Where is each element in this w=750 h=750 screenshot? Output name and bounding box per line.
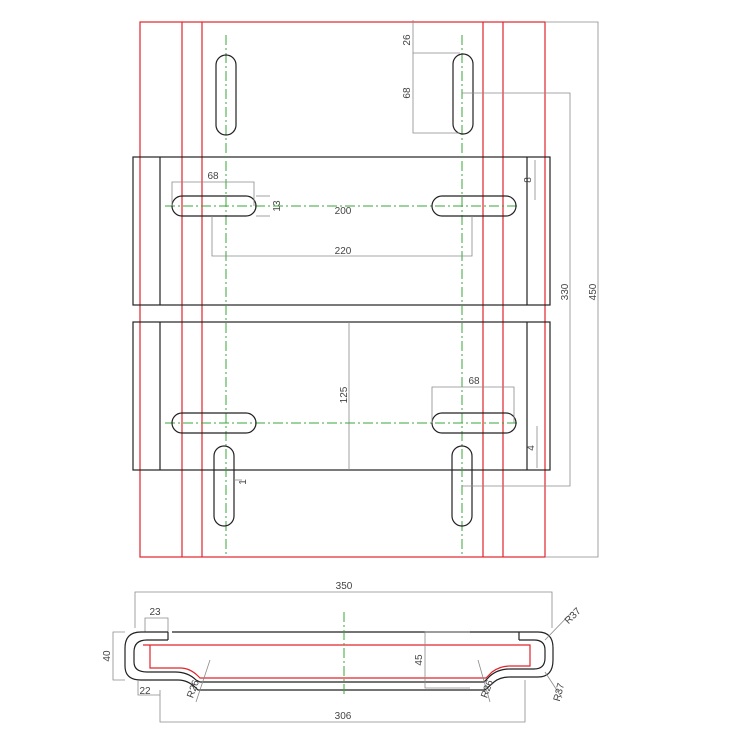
leader-r37-bottom [544,671,563,699]
lower-plate [132,321,551,471]
dim-slot-len-lower: 68 [468,376,480,387]
upper-plate [132,156,551,306]
outer-frame [139,21,546,558]
section-view: 350 23 40 45 22 306 R26 R26 R37 R37 [102,581,584,723]
profile-inner [133,639,546,683]
dim-small-upper-right: 8 [523,177,534,183]
dim-span-200: 200 [335,206,352,217]
dim-450-line [545,21,599,558]
dim-inner-width: 306 [335,711,352,722]
profile-hidden [143,644,531,679]
profile-outer [124,631,554,691]
slot-top-right [452,53,474,135]
dim-foot: 22 [139,686,151,697]
dim-68-left-box [171,181,255,206]
dim-slot-len-left: 68 [207,171,219,182]
leader-r37-top [544,611,573,641]
dim-350-line [134,591,553,628]
dim-top-offset: 26 [402,34,413,46]
dim-45-line [424,631,470,689]
slot-lower-left [171,412,257,434]
dim-slot-len-top: 68 [402,87,413,99]
dim-26-68-box [412,52,460,134]
dim-gap-125: 125 [339,386,350,403]
dim-23-line [144,617,169,632]
slot-upper-right [431,195,517,217]
dim-220-line [211,216,473,257]
dim-span-220: 220 [335,246,352,257]
slot-bottom-left [213,445,235,527]
leader-r26-right [477,659,491,703]
dim-22-line [137,680,160,696]
dim-flange: 23 [149,607,161,618]
dim-small-lower-left: 1 [238,479,249,485]
dim-radius-bottom-right: R37 [552,682,567,703]
slot-top-left [215,54,237,136]
dim-height-left: 40 [102,650,113,662]
dim-306-line [159,680,526,723]
dim-small-right: 4 [526,445,537,451]
dim-68-lower-box [431,386,515,423]
dim-radius-top-right: R37 [563,606,584,627]
dim-overall-width: 350 [336,581,353,592]
dim-slot-width: 13 [272,200,283,212]
leader-r26-left [195,659,211,703]
plan-view: 26 68 330 450 8 4 68 13 200 220 125 68 1 [132,20,599,558]
dim-height-450: 450 [588,283,599,300]
dim-height-330: 330 [560,283,571,300]
dim-40-line [112,631,125,681]
dim-330-line [462,92,571,487]
dim-height-mid: 45 [414,654,425,666]
